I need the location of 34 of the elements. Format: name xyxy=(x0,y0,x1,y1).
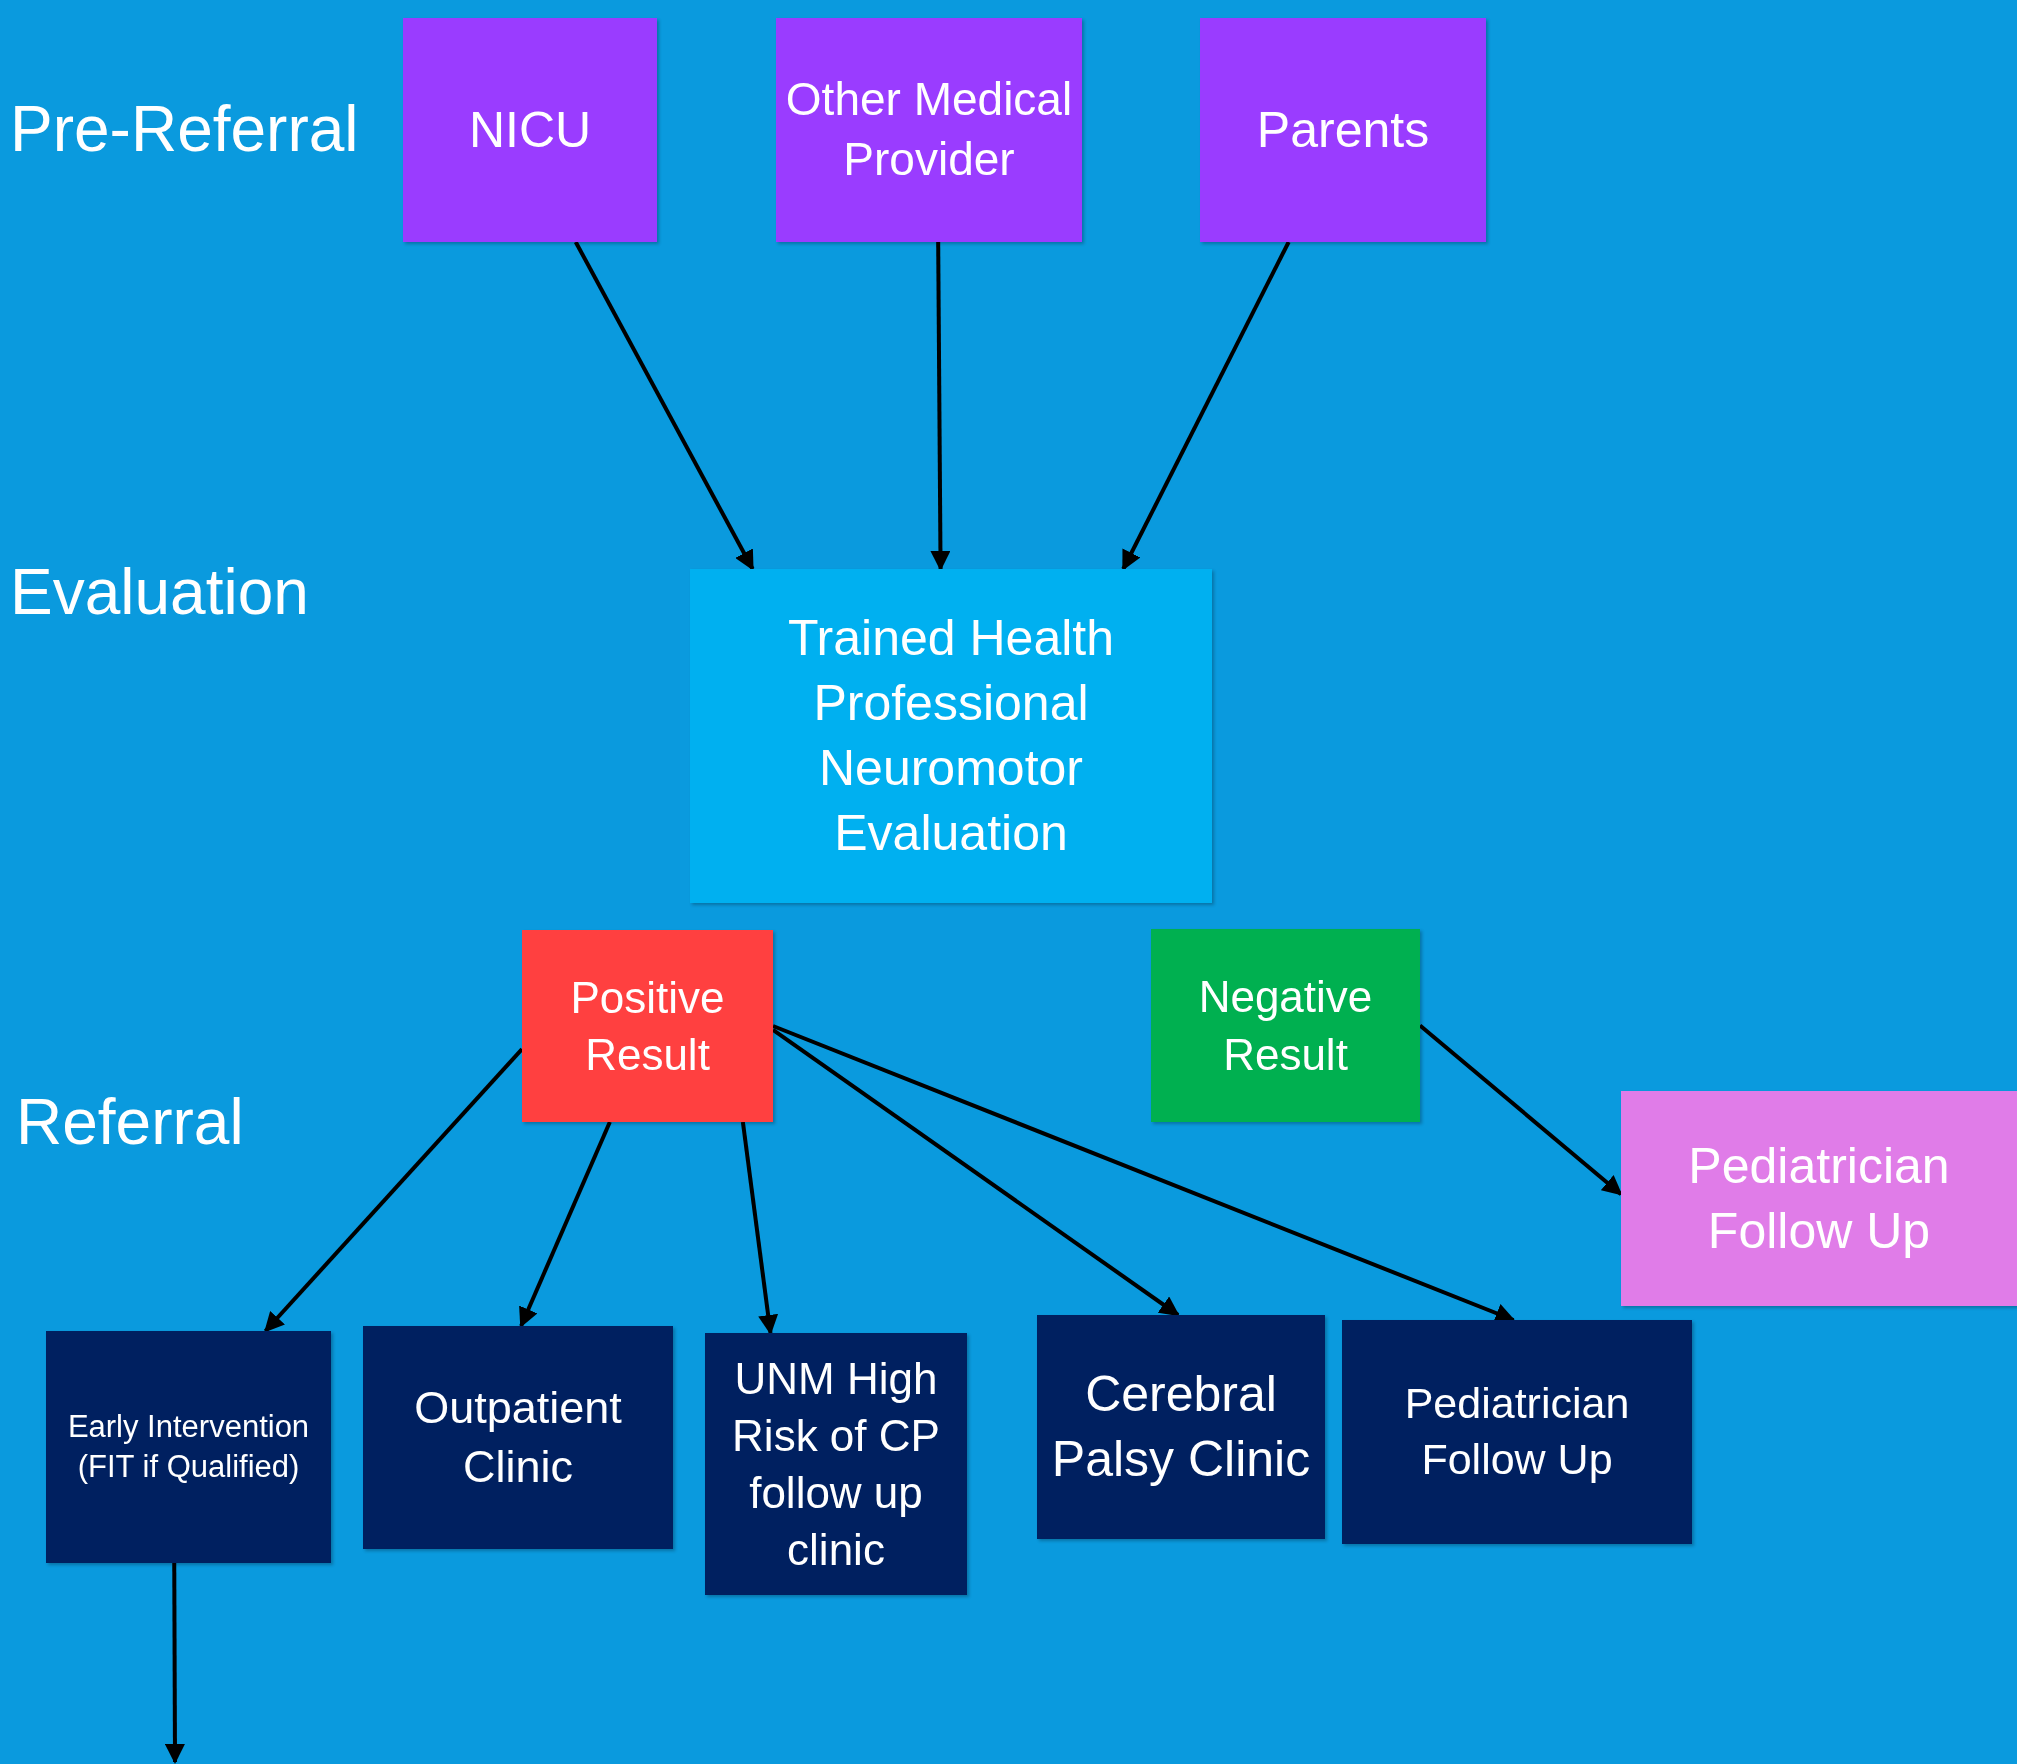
evaluation-box xyxy=(690,569,1212,903)
result-box xyxy=(522,930,773,1122)
box-label: Cerebral Palsy Clinic xyxy=(1050,1365,1312,1489)
box-label: Outpatient Clinic xyxy=(413,1381,623,1494)
referral-box xyxy=(363,1326,673,1549)
box-label: Early Intervention (FIT if Qualified) xyxy=(66,1407,311,1486)
box-label: UNM High Risk of CP follow up clinic xyxy=(731,1352,941,1577)
arrow xyxy=(740,1121,779,1335)
referral-box xyxy=(1037,1315,1325,1539)
box-label: Pediatrician Follow Up xyxy=(1403,1378,1631,1485)
box-label: Parents xyxy=(1256,100,1430,160)
arrow xyxy=(263,1047,524,1333)
result-box xyxy=(1151,929,1420,1122)
referral-box xyxy=(705,1333,967,1595)
box-label: Positive Result xyxy=(569,971,726,1081)
arrow xyxy=(519,1121,612,1328)
box-label: Negative Result xyxy=(1197,971,1374,1081)
arrow xyxy=(573,241,755,571)
referral-box xyxy=(1342,1320,1692,1544)
source-box xyxy=(1200,18,1486,242)
box-label: Trained Health Professional Neuromotor Evaluation xyxy=(786,609,1116,863)
stage-label: Evaluation xyxy=(10,555,309,629)
source-box xyxy=(403,18,657,242)
source-box xyxy=(776,18,1082,242)
referral-box xyxy=(1621,1091,2017,1306)
arrow xyxy=(1121,241,1291,571)
arrow xyxy=(164,1563,185,1764)
referral-box xyxy=(46,1331,331,1563)
stage-label: Pre-Referral xyxy=(10,92,359,166)
box-label: Other Medical Provider xyxy=(784,72,1074,187)
box-label: NICU xyxy=(468,100,592,160)
arrow xyxy=(930,242,951,571)
stage-label: Referral xyxy=(16,1085,244,1159)
box-label: Pediatrician Follow Up xyxy=(1687,1136,1951,1261)
